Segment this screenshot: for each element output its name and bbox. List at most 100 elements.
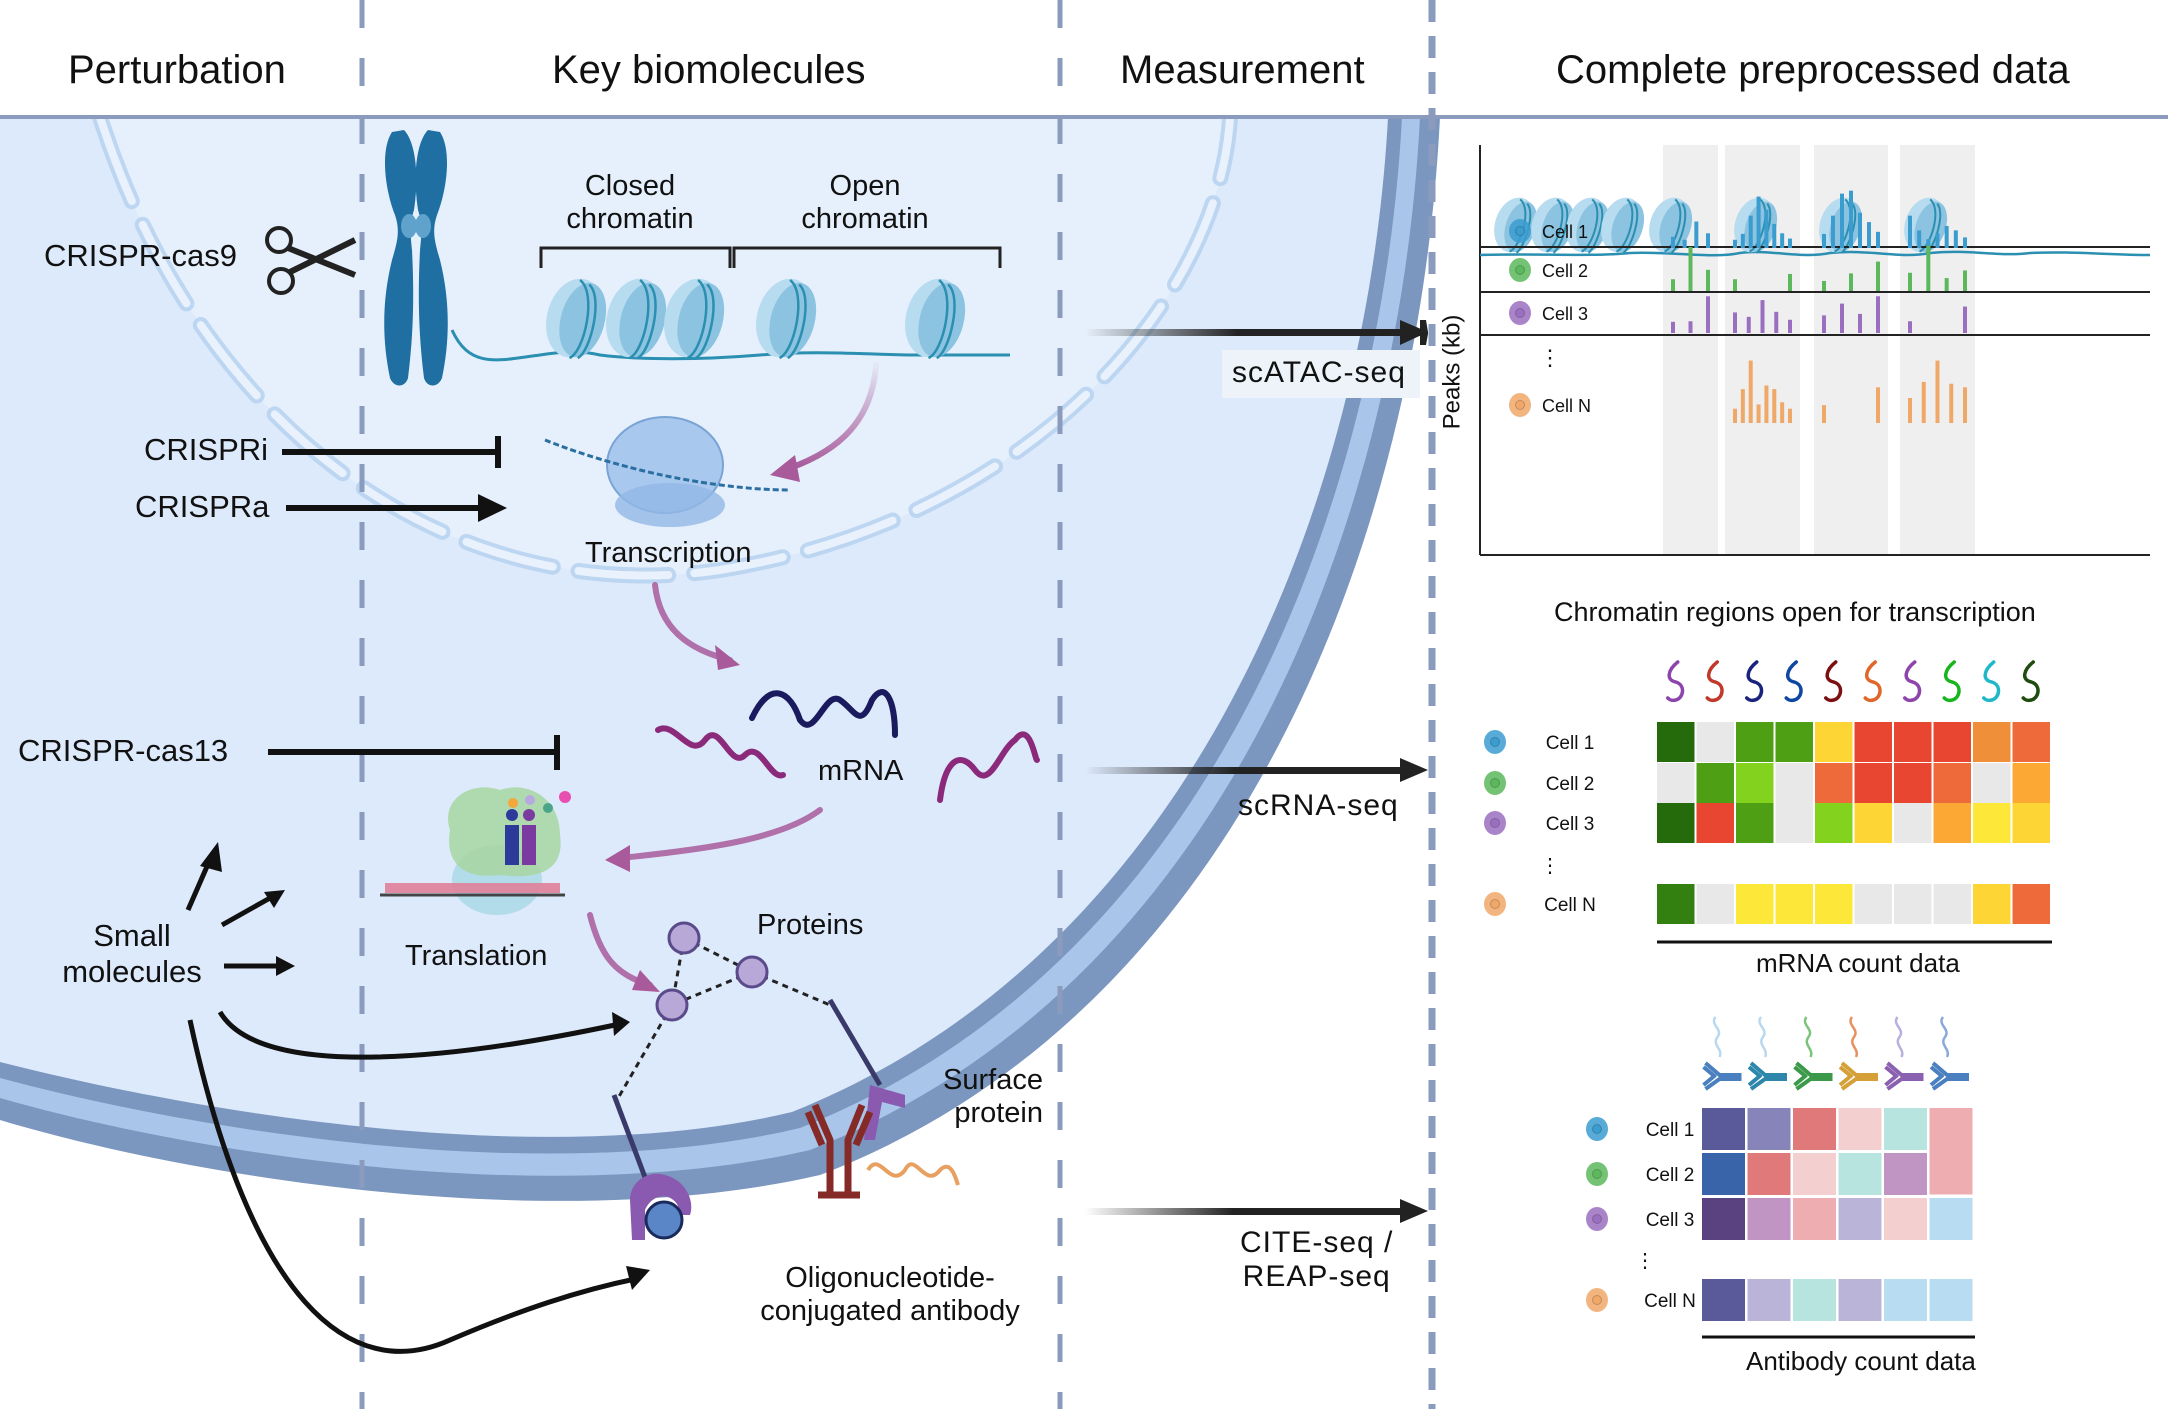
cell-icon — [1509, 258, 1531, 282]
row-label: Cell 3 — [1542, 304, 1588, 324]
heatmap-cell — [1702, 1153, 1745, 1195]
peak-bar — [1694, 221, 1699, 248]
peak-bar — [1706, 233, 1710, 248]
peak-bar — [1688, 321, 1693, 333]
heatmap-cell — [1838, 1198, 1882, 1240]
antibody-icon — [1702, 1061, 1742, 1091]
heatmap-cell — [1933, 763, 1971, 803]
heatmap-cell — [1736, 722, 1774, 762]
proteins-icon — [615, 921, 831, 1101]
row-label: Cell 3 — [1646, 1210, 1695, 1231]
heatmap-cell — [1854, 763, 1892, 803]
oligo-tail-icon — [1803, 1016, 1813, 1058]
heatmap-cell — [1702, 1198, 1745, 1240]
peak-bar — [1733, 312, 1737, 333]
peak-bar — [1926, 239, 1931, 248]
nucleus — [100, 117, 1230, 576]
header-key-biomolecules: Key biomolecules — [552, 48, 866, 92]
peak-bar — [1740, 389, 1745, 423]
heatmap-cell — [1696, 763, 1734, 803]
crispri-inhibit-arrow — [282, 436, 501, 468]
peak-bar — [1858, 313, 1862, 333]
peak-bar — [1756, 404, 1761, 423]
peak-bar — [1917, 230, 1922, 248]
cell-icon — [1484, 811, 1506, 835]
peak-bar — [1706, 296, 1710, 333]
peak-bar — [1746, 316, 1751, 333]
label-crispra: CRISPRa — [135, 489, 270, 524]
cell-icon — [1586, 1207, 1608, 1231]
heatmap-cell — [1894, 722, 1932, 762]
heatmap-cell — [1854, 722, 1892, 762]
flow-arrowheads — [605, 455, 800, 992]
oligo-tail-icon — [1894, 1016, 1904, 1058]
cell-icon — [1509, 301, 1531, 325]
peak-bar — [1733, 408, 1737, 423]
cell-icon — [1509, 219, 1531, 243]
row-label: Cell 3 — [1546, 814, 1595, 835]
heatmap-cell — [1973, 763, 2011, 803]
label-cite-reap-seq: CITE-seq / REAP-seq — [1240, 1226, 1394, 1293]
peak-bar — [1944, 225, 1949, 248]
heatmap-cell — [1793, 1279, 1836, 1321]
peak-bar — [1756, 196, 1761, 248]
peak-bar — [1953, 230, 1958, 248]
atac-ylabel: Peaks (kb) — [1438, 314, 1466, 430]
mrna-transcript-icon — [1666, 660, 1685, 703]
peak-bar — [1774, 311, 1779, 333]
mrna-transcript-icon — [1705, 660, 1724, 703]
label-scrna-seq: scRNA-seq — [1238, 789, 1399, 822]
heatmap-cell — [1702, 1108, 1745, 1150]
heatmap-cell — [1736, 884, 1774, 924]
row-ellipsis: ⋮ — [1539, 345, 1561, 370]
heatmap-cell — [1657, 763, 1695, 803]
header-complete-data: Complete preprocessed data — [1556, 48, 2070, 92]
peak-bar — [1748, 360, 1753, 423]
heatmap-cell — [1696, 722, 1734, 762]
row-label: Cell N — [1544, 895, 1596, 916]
peak-bar — [1908, 398, 1912, 423]
cell-icon — [1586, 1162, 1608, 1186]
nucleosome-icon — [1566, 197, 1610, 254]
heatmap-cell — [1929, 1279, 1973, 1321]
oligo-tail-icon — [1849, 1016, 1859, 1058]
heatmap-cell — [1894, 884, 1932, 924]
mrna-xlabel: mRNA count data — [1756, 948, 1960, 978]
peak-bar — [1908, 215, 1912, 248]
heatmap-cell — [1894, 763, 1932, 803]
heatmap-cell — [1838, 1108, 1882, 1150]
peak-bar — [1764, 385, 1769, 423]
label-closed-chromatin: Closed chromatin — [566, 170, 694, 236]
peak-bar — [1963, 306, 1967, 333]
heatmap-cell — [1747, 1279, 1791, 1321]
heatmap-cell — [1793, 1108, 1836, 1150]
scatac-label-bg — [1222, 350, 1420, 398]
antibody-icon — [1929, 1061, 1969, 1091]
peak-bar — [1921, 381, 1926, 423]
heatmap-cell — [1854, 803, 1892, 843]
small-molecule-arrows — [185, 854, 641, 1354]
nucleosomes — [546, 278, 966, 360]
peak-bar — [1876, 296, 1880, 333]
heatmap-cell — [1702, 1279, 1745, 1321]
peak-bar — [1935, 233, 1940, 248]
label-scatac-seq: scATAC-seq — [1232, 356, 1406, 389]
heatmap-cell — [1933, 884, 1971, 924]
label-proteins: Proteins — [757, 909, 864, 941]
peak-bar — [1760, 300, 1765, 333]
row-label: Cell N — [1542, 396, 1591, 416]
peak-bar — [1822, 281, 1826, 291]
mrna-transcript-icon — [1982, 660, 2001, 703]
heatmap-cell — [1933, 722, 1971, 762]
mrna-transcript-icon — [1784, 660, 1803, 703]
mrna-transcript-icon — [2021, 660, 2040, 703]
peak-bar — [1908, 321, 1912, 333]
cell-icon — [1586, 1117, 1608, 1141]
peak-bar — [1935, 360, 1940, 423]
peak-bar — [1849, 190, 1853, 248]
cell-icon — [1484, 730, 1506, 754]
row-label: Cell 2 — [1542, 261, 1588, 281]
label-crispr-cas9: CRISPR-cas9 — [44, 238, 237, 273]
label-transcription: Transcription — [585, 537, 752, 569]
